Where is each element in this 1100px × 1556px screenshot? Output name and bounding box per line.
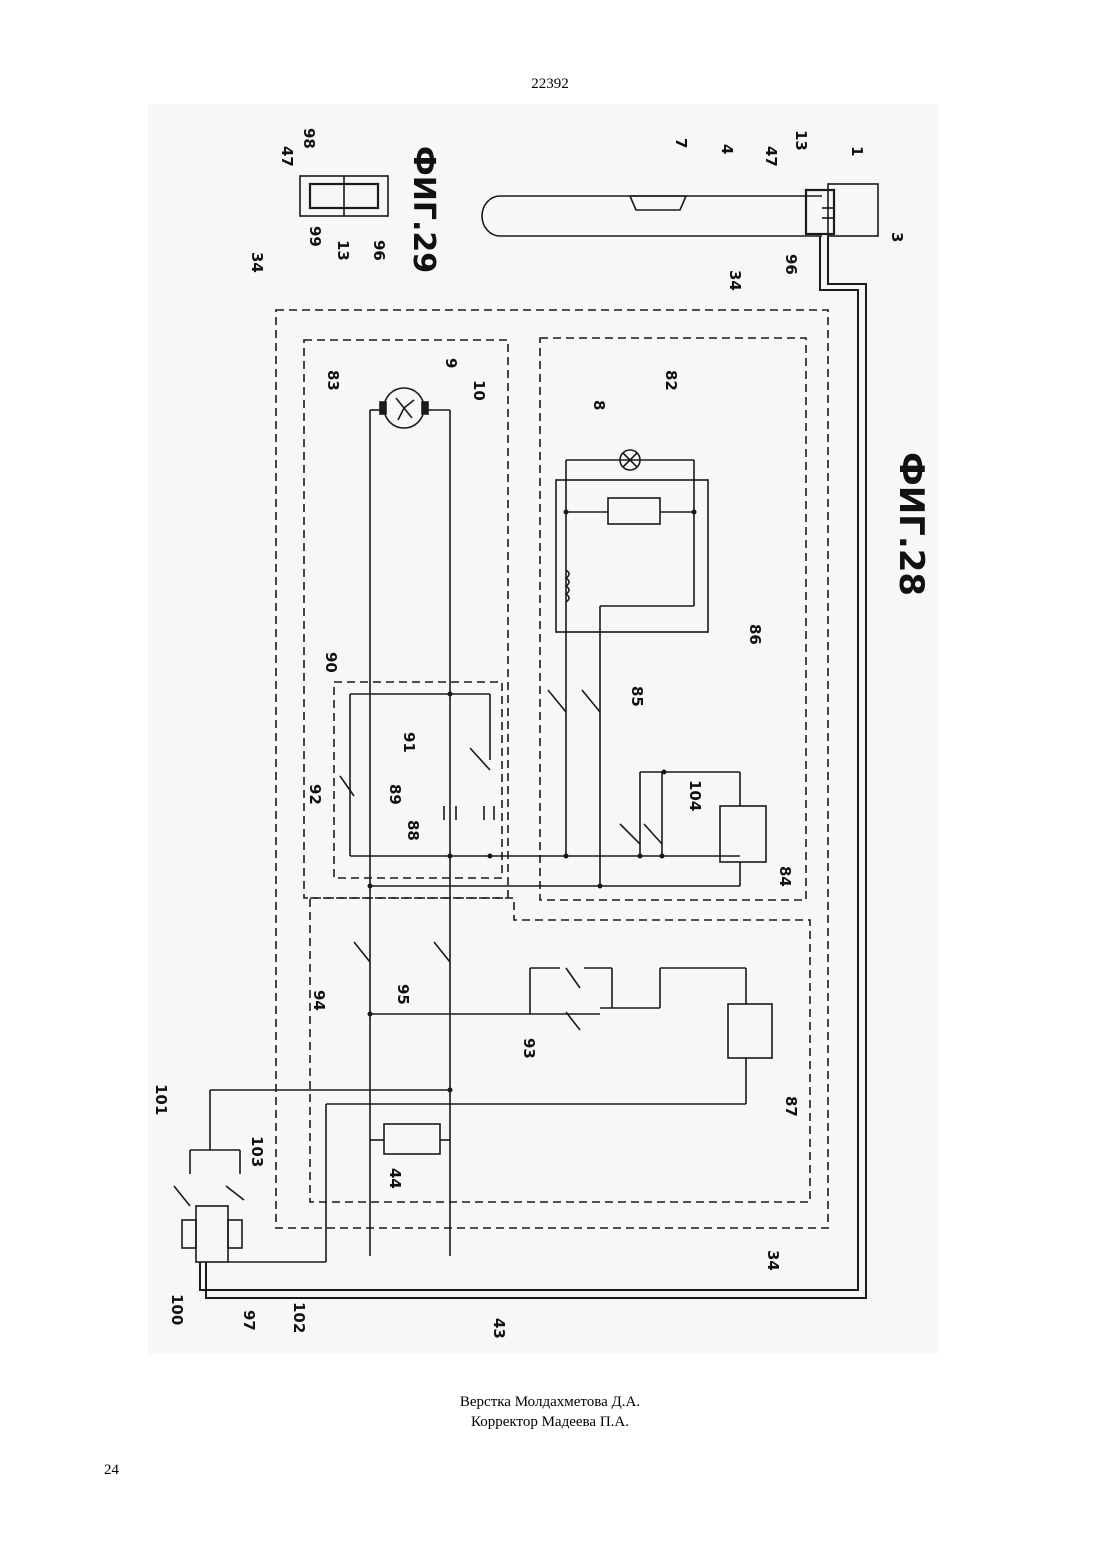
callout-4: 4 bbox=[718, 144, 736, 154]
credit-layout: Верстка Молдахметова Д.А. bbox=[0, 1392, 1100, 1412]
sensor-7 bbox=[630, 196, 686, 210]
probe-head-1 bbox=[828, 184, 878, 236]
callout-44: 44 bbox=[386, 1168, 404, 1189]
callout-87: 87 bbox=[782, 1096, 800, 1117]
relay-84 bbox=[720, 806, 766, 862]
callout-98: 98 bbox=[300, 128, 318, 149]
block-86-outline bbox=[556, 480, 708, 632]
callout-93: 93 bbox=[520, 1038, 538, 1059]
callout-34-top: 34 bbox=[248, 252, 266, 273]
connector-97 bbox=[196, 1206, 228, 1262]
callout-91: 91 bbox=[400, 732, 418, 753]
callout-92: 92 bbox=[306, 784, 324, 805]
fig-28-label: ФИГ.28 bbox=[891, 452, 931, 596]
callout-104: 104 bbox=[686, 780, 704, 811]
callout-34-bottom: 34 bbox=[764, 1250, 782, 1271]
callout-102: 102 bbox=[290, 1302, 308, 1333]
callout-99: 99 bbox=[306, 226, 324, 247]
probe-tube bbox=[482, 196, 822, 236]
callout-103: 103 bbox=[248, 1136, 266, 1167]
callout-82: 82 bbox=[662, 370, 680, 391]
callout-10: 10 bbox=[470, 380, 488, 401]
callout-1: 1 bbox=[848, 146, 866, 156]
callout-47-top: 47 bbox=[762, 146, 780, 167]
callout-3: 3 bbox=[888, 232, 906, 242]
callout-86: 86 bbox=[746, 624, 764, 645]
page-number: 24 bbox=[104, 1462, 119, 1479]
callout-96-fig29: 96 bbox=[370, 240, 388, 261]
callout-101: 101 bbox=[152, 1084, 170, 1115]
callout-43: 43 bbox=[490, 1318, 508, 1339]
credit-proofreader: Корректор Мадеева П.А. bbox=[0, 1412, 1100, 1432]
block-90-outline bbox=[334, 682, 502, 878]
callout-8: 8 bbox=[590, 400, 608, 410]
callout-83: 83 bbox=[324, 370, 342, 391]
relay-87 bbox=[728, 1004, 772, 1058]
callout-89: 89 bbox=[386, 784, 404, 805]
callout-47-fig29: 47 bbox=[278, 146, 296, 167]
contact-102 bbox=[228, 1220, 242, 1248]
contact-100 bbox=[182, 1220, 196, 1248]
callout-9: 9 bbox=[442, 358, 460, 368]
callout-13-top: 13 bbox=[792, 130, 810, 151]
resistor bbox=[608, 498, 660, 524]
fig-29-label: ФИГ.29 bbox=[406, 146, 441, 273]
cable bbox=[200, 236, 858, 1290]
callout-88: 88 bbox=[404, 820, 422, 841]
callout-84: 84 bbox=[776, 866, 794, 887]
callout-96-top: 96 bbox=[782, 254, 800, 275]
callout-34-mid: 34 bbox=[726, 270, 744, 291]
callout-13-fig29: 13 bbox=[334, 240, 352, 261]
block-87-outline bbox=[310, 898, 810, 1202]
credits: Верстка Молдахметова Д.А. Корректор Маде… bbox=[0, 1392, 1100, 1432]
callout-90: 90 bbox=[322, 652, 340, 673]
callout-95: 95 bbox=[394, 984, 412, 1005]
callout-100: 100 bbox=[168, 1294, 186, 1325]
callout-94: 94 bbox=[310, 990, 328, 1011]
callout-7: 7 bbox=[672, 138, 690, 148]
block-83-outline bbox=[304, 340, 508, 898]
element-44 bbox=[384, 1124, 440, 1154]
callout-85: 85 bbox=[628, 686, 646, 707]
callout-97: 97 bbox=[240, 1310, 258, 1331]
